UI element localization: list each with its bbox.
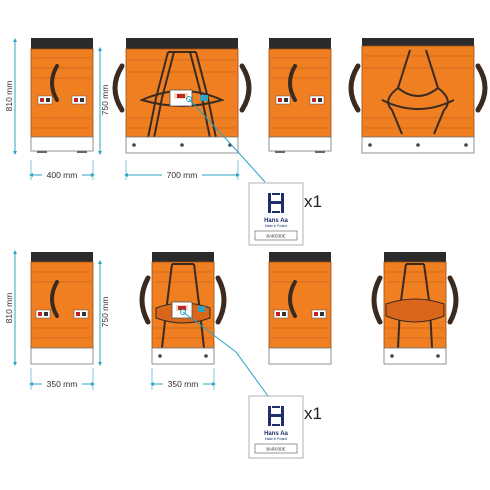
large-width-front-dimension: 700 mm (124, 160, 240, 180)
large-width-side-dimension: 400 mm (29, 160, 95, 180)
large-height-outer-dimension: 810 mm (4, 38, 17, 155)
bottom-barcode-text: BARCODE (266, 447, 286, 453)
large-side-view-2 (267, 36, 333, 155)
small-height-inner-label: 750 mm (100, 297, 110, 328)
bottom-tag-card: Hans Aa Made in Poland BARCODE (248, 395, 304, 459)
small-front-view (142, 252, 224, 364)
small-height-inner-dimension: 750 mm (98, 260, 110, 366)
top-brand-tagline: Made in Poland (265, 224, 287, 228)
bottom-brand-tagline: Made in Poland (265, 437, 287, 441)
top-brand-name: Hans Aa (264, 218, 288, 224)
bottom-brand-name: Hans Aa (264, 431, 288, 437)
bottom-quantity-label: x1 (304, 404, 322, 423)
large-width-side-label: 400 mm (47, 170, 78, 180)
bottom-leader-line (180, 309, 269, 397)
large-height-outer-label: 810 mm (4, 81, 14, 112)
large-height-inner-dimension: 750 mm (98, 47, 110, 155)
small-width-front-label: 350 mm (168, 379, 199, 389)
small-width-front-dimension: 350 mm (150, 368, 216, 390)
barcode-icon-2 (254, 443, 298, 454)
barcode-icon (254, 230, 298, 241)
top-barcode-text: BARCODE (266, 234, 286, 240)
small-width-side-dimension: 350 mm (29, 368, 95, 390)
small-side-view (29, 250, 95, 366)
small-back-view (374, 252, 456, 364)
large-back-view (351, 38, 485, 153)
large-side-view (29, 36, 95, 155)
top-quantity-label: x1 (304, 192, 322, 211)
small-width-side-label: 350 mm (47, 379, 78, 389)
large-width-front-label: 700 mm (167, 170, 198, 180)
large-front-view (115, 38, 249, 153)
small-height-outer-dimension: 810 mm (4, 250, 17, 366)
small-height-outer-label: 810 mm (4, 293, 14, 324)
large-height-inner-label: 750 mm (100, 85, 110, 116)
top-leader-line (186, 96, 266, 183)
small-side-view-2 (267, 250, 333, 366)
top-tag-card: Hans Aa Made in Poland BARCODE (248, 182, 304, 246)
